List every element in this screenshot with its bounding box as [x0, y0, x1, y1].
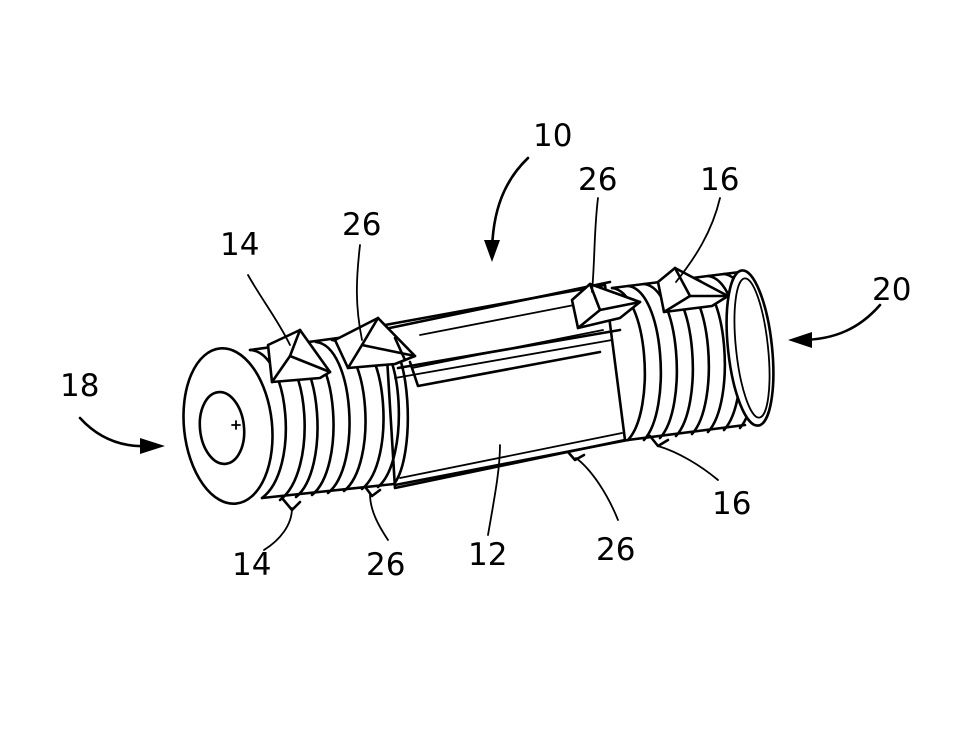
label-10: 10: [533, 118, 572, 154]
label-16-top: 16: [700, 162, 739, 198]
label-16-bottom: 16: [712, 486, 751, 522]
central-body: [378, 280, 630, 490]
label-14-top: 14: [220, 227, 259, 263]
label-20: 20: [872, 272, 911, 308]
reference-labels: 10 26 16 26 14 20 18 16 26 12 26 14: [60, 118, 911, 583]
label-26-bottom-right: 26: [596, 532, 635, 568]
left-end-face: [182, 346, 274, 506]
label-14-bottom: 14: [232, 547, 271, 583]
label-26-top-left: 26: [342, 207, 381, 243]
wedge-tooth-14-top: [266, 328, 332, 384]
right-end-face: [725, 269, 775, 427]
label-12: 12: [468, 537, 507, 573]
label-26-bottom-left: 26: [366, 547, 405, 583]
leader-lines: [78, 156, 882, 551]
label-18: 18: [60, 368, 99, 404]
wedge-tooth-26-top-right: [570, 282, 642, 330]
label-26-top-right: 26: [578, 162, 617, 198]
wedge-tooth-26-top-left: [333, 316, 417, 370]
